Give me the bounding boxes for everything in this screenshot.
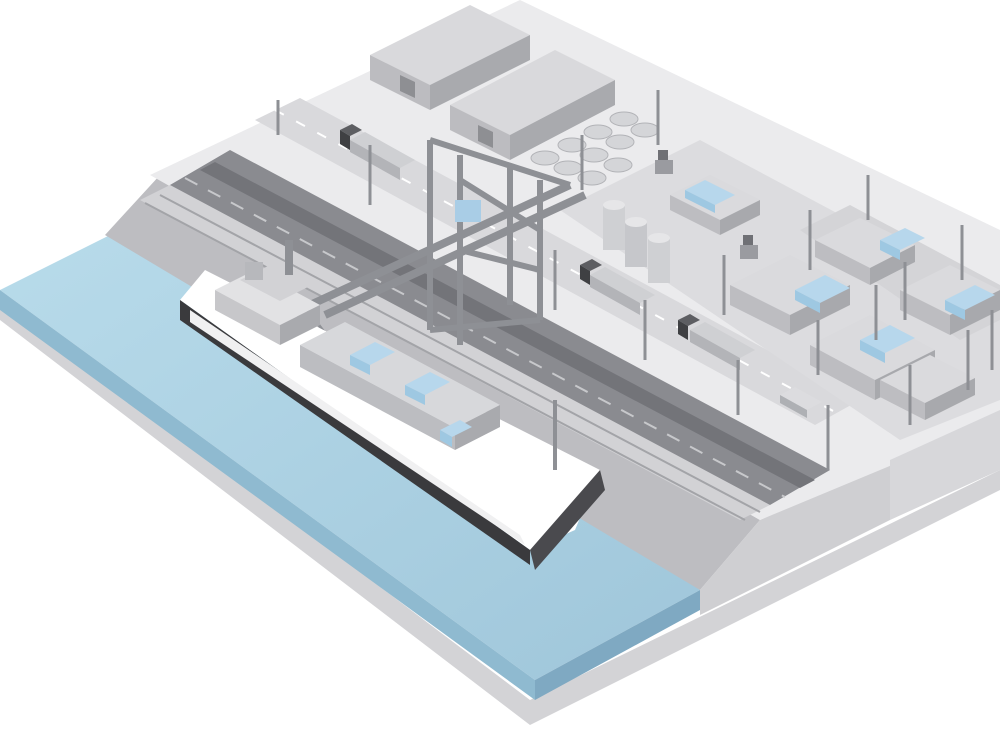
stack-blue-d bbox=[880, 228, 925, 260]
ground-right-side bbox=[890, 410, 1000, 520]
lamp-posts bbox=[276, 90, 994, 470]
cargo-ship bbox=[180, 240, 605, 570]
car bbox=[780, 387, 822, 418]
silos bbox=[530, 111, 660, 186]
stack-blue-b bbox=[795, 275, 850, 313]
forklift-1 bbox=[655, 150, 673, 174]
forklift-2 bbox=[740, 235, 758, 259]
truck-2 bbox=[580, 259, 655, 315]
quay-wall-front bbox=[700, 460, 890, 615]
stack-f bbox=[880, 355, 975, 420]
truck-1 bbox=[340, 124, 415, 180]
truck-3 bbox=[678, 314, 755, 370]
ship-superstructure bbox=[215, 240, 320, 345]
stack-blue-a bbox=[685, 180, 735, 213]
storage-tanks bbox=[603, 200, 670, 283]
rail-line bbox=[140, 185, 770, 521]
stack-d bbox=[815, 218, 915, 285]
stack-blue-c bbox=[860, 325, 915, 363]
ship-containers bbox=[300, 322, 500, 450]
warehouse-1 bbox=[370, 5, 530, 110]
stack-blue-e bbox=[945, 285, 995, 320]
container-stacks bbox=[670, 175, 1000, 420]
warehouse-2 bbox=[450, 50, 615, 160]
crane-trolley bbox=[455, 200, 481, 222]
